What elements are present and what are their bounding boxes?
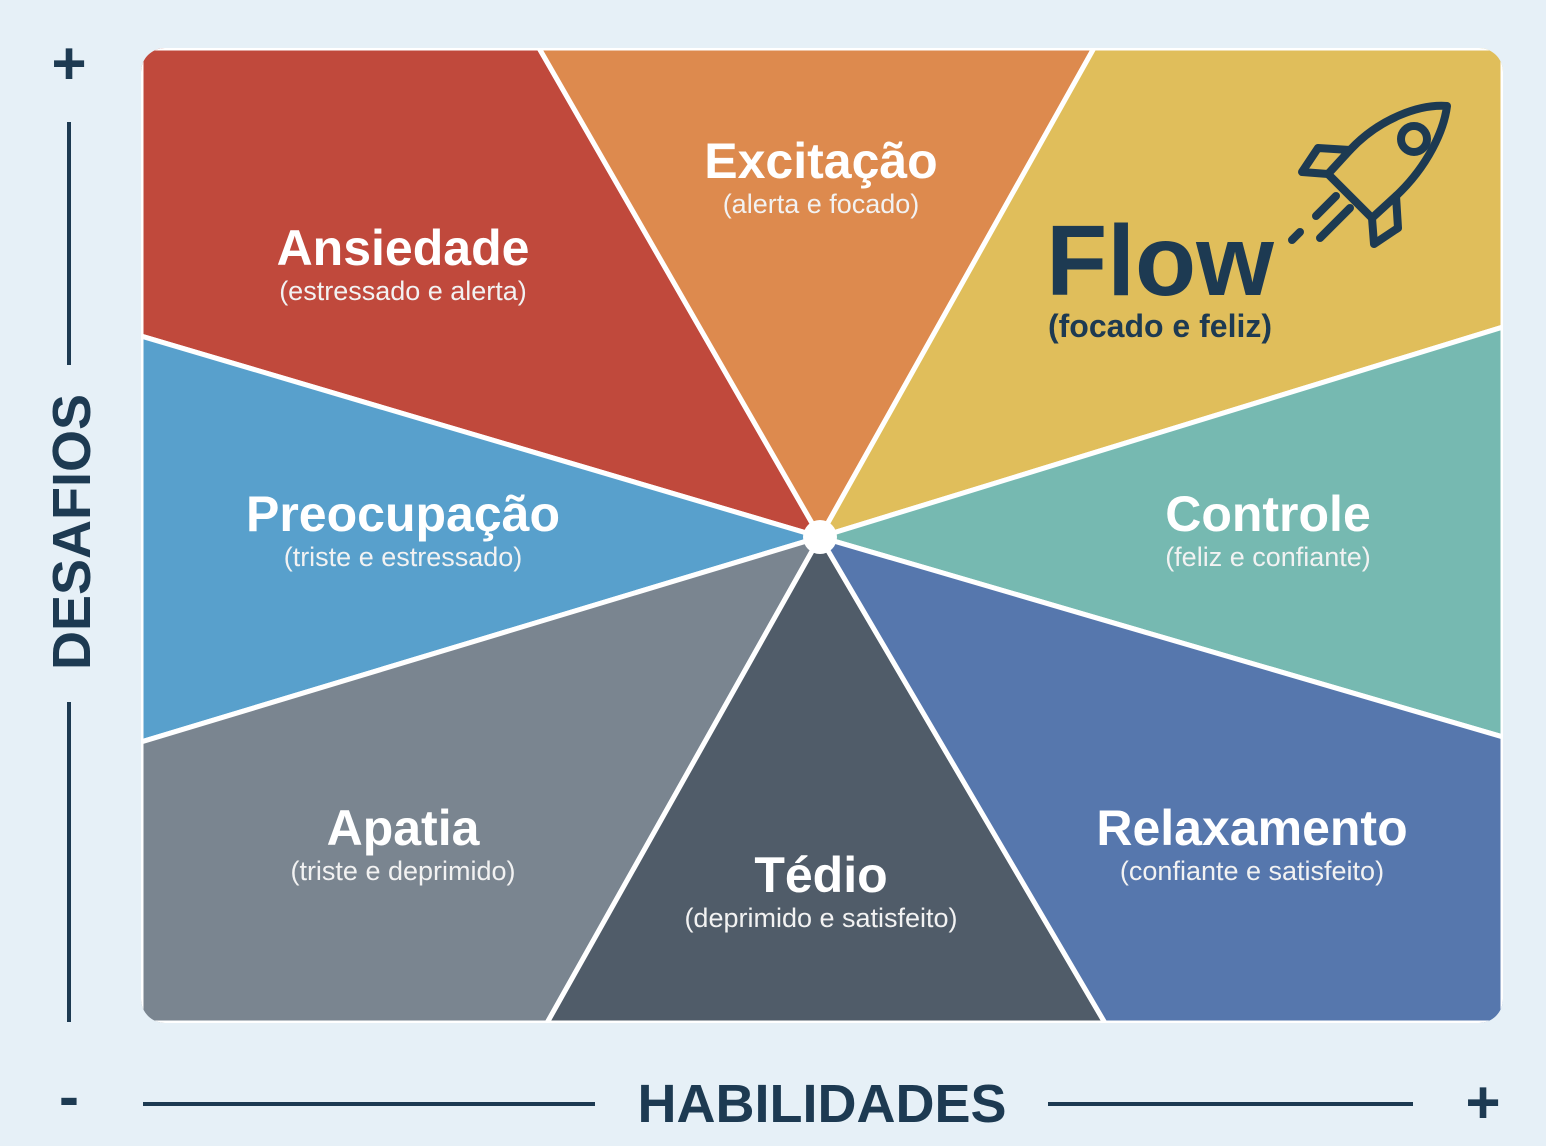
tedio-title: Tédio bbox=[754, 847, 887, 903]
flow-subtitle: (focado e feliz) bbox=[1048, 308, 1272, 344]
preocupacao-title: Preocupação bbox=[246, 486, 560, 542]
ansiedade-subtitle: (estressado e alerta) bbox=[279, 276, 527, 306]
relaxamento-subtitle: (confiante e satisfeito) bbox=[1120, 856, 1384, 886]
apatia-title: Apatia bbox=[327, 800, 481, 856]
controle-title: Controle bbox=[1165, 486, 1371, 542]
flow-title: Flow bbox=[1046, 205, 1274, 317]
relaxamento-title: Relaxamento bbox=[1096, 800, 1407, 856]
excitacao-subtitle: (alerta e focado) bbox=[723, 189, 920, 219]
controle-subtitle: (feliz e confiante) bbox=[1165, 542, 1371, 572]
y-axis: + DESAFIOS bbox=[42, 30, 102, 1022]
label-controle: Controle (feliz e confiante) bbox=[1165, 486, 1371, 572]
excitacao-title: Excitação bbox=[704, 133, 937, 189]
y-axis-label: DESAFIOS bbox=[42, 394, 102, 670]
segments bbox=[141, 48, 1503, 1023]
label-preocupacao: Preocupação (triste e estressado) bbox=[246, 486, 560, 572]
label-ansiedade: Ansiedade (estressado e alerta) bbox=[277, 220, 530, 306]
label-flow: Flow (focado e feliz) bbox=[1046, 205, 1274, 344]
label-relaxamento: Relaxamento (confiante e satisfeito) bbox=[1096, 800, 1407, 886]
ansiedade-title: Ansiedade bbox=[277, 220, 530, 276]
tedio-subtitle: (deprimido e satisfeito) bbox=[684, 903, 957, 933]
segment-relaxamento bbox=[817, 534, 1503, 1023]
x-axis-label: HABILIDADES bbox=[637, 1074, 1006, 1134]
apatia-subtitle: (triste e deprimido) bbox=[290, 856, 515, 886]
label-tedio: Tédio (deprimido e satisfeito) bbox=[684, 847, 957, 933]
x-axis-minus: - bbox=[59, 1063, 79, 1130]
label-excitacao: Excitação (alerta e focado) bbox=[704, 133, 937, 219]
x-axis-plus: + bbox=[1465, 1069, 1500, 1136]
preocupacao-subtitle: (triste e estressado) bbox=[284, 542, 523, 572]
center-dot bbox=[803, 520, 837, 554]
label-apatia: Apatia (triste e deprimido) bbox=[290, 800, 515, 886]
y-axis-plus: + bbox=[51, 30, 86, 97]
x-axis: - HABILIDADES + bbox=[59, 1063, 1501, 1136]
rocket-icon bbox=[1288, 101, 1451, 248]
